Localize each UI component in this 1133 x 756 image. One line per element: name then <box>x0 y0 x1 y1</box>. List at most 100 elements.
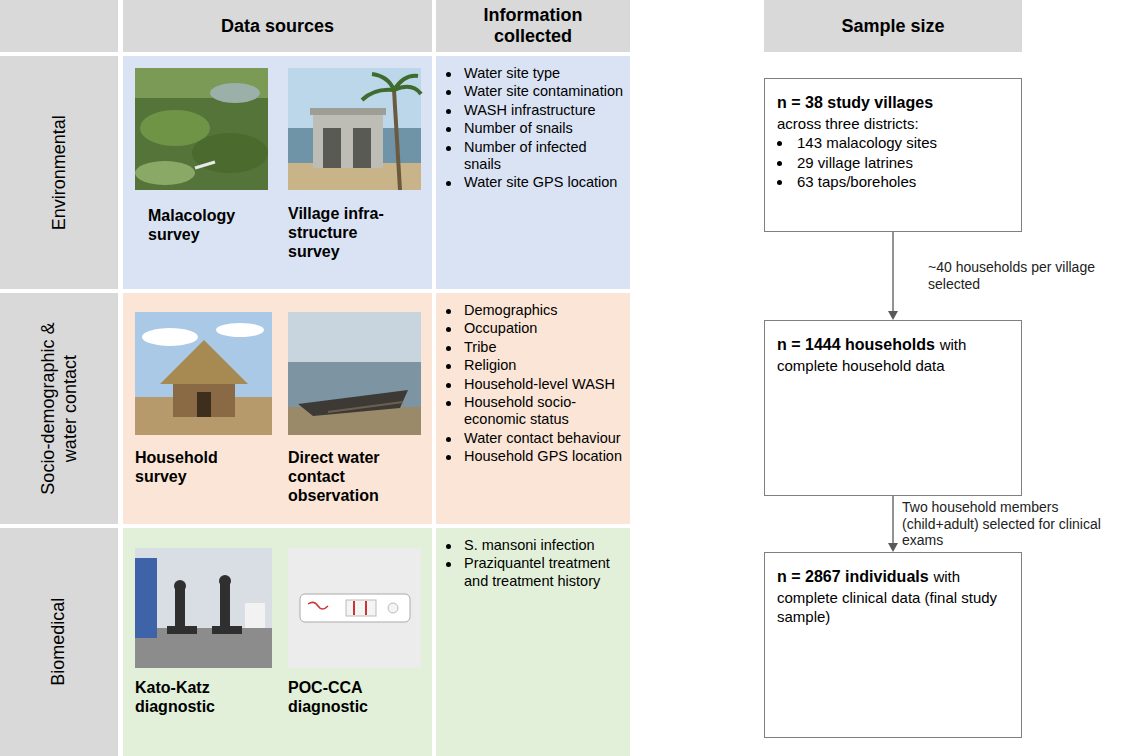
list-item: Water site GPS location <box>446 174 626 191</box>
edge-label: Two household members (child+adult) sele… <box>902 499 1124 549</box>
photo-caption: POC-CCA diagnostic <box>288 678 408 716</box>
bullet-dot <box>446 562 451 567</box>
list-item: 29 village latrines <box>777 153 1009 173</box>
list-item: Number of infected snails <box>446 139 626 174</box>
info-text: Tribe <box>464 339 626 356</box>
sample-box: n = 1444 householdswith complete househo… <box>764 320 1022 496</box>
info-text: Praziquantel treatment and treatment his… <box>464 555 626 590</box>
header-text: Sample size <box>841 16 944 37</box>
caption-holder: Malacology survey <box>148 206 278 244</box>
sample-box: n = 38 study villagesacross three distri… <box>764 78 1022 232</box>
header-cell: Data sources <box>123 0 432 52</box>
flow-arrow <box>888 496 898 552</box>
count-number: n = 38 study villages <box>777 93 1009 114</box>
bullet-dot <box>446 309 451 314</box>
bullet-dot <box>446 346 451 351</box>
list-item: Household socio-economic status <box>446 394 626 429</box>
list-item: Demographics <box>446 302 626 319</box>
info-text: Demographics <box>464 302 626 319</box>
count-paragraph: n = 2867 individualswith complete clinic… <box>777 567 1009 627</box>
edge-label-holder: Two household members (child+adult) sele… <box>902 499 1124 549</box>
list-item: 63 taps/boreholes <box>777 172 1009 192</box>
info-text: Household-level WASH <box>464 376 626 393</box>
caption-holder: Household survey <box>135 448 265 486</box>
header-cell: Information collected <box>436 0 630 52</box>
lake-boat-photo <box>288 312 421 435</box>
list-item: Household-level WASH <box>446 376 626 393</box>
info-cell: DemographicsOccupationTribeReligionHouse… <box>436 293 630 524</box>
bullet-dot <box>446 544 451 549</box>
malacology-photo <box>135 68 268 190</box>
list-item: Tribe <box>446 339 626 356</box>
photo-caption: Village infra-structure survey <box>288 204 408 262</box>
list-item: Household GPS location <box>446 448 626 465</box>
bullet-dot <box>777 161 782 166</box>
header-cell: Sample size <box>764 0 1022 52</box>
bullet-dot <box>446 72 451 77</box>
edge-label: ~40 households per village selected <box>928 259 1113 293</box>
sample-box: n = 2867 individualswith complete clinic… <box>764 552 1022 738</box>
flow-arrow <box>888 232 898 320</box>
count-bullet-text: 29 village latrines <box>797 153 1009 173</box>
count-paragraph: n = 1444 householdswith complete househo… <box>777 335 1009 375</box>
count-text: across three districts: <box>777 114 1009 134</box>
bullet-dot <box>446 437 451 442</box>
bullet-dot <box>446 181 451 186</box>
bullet-dot <box>446 455 451 460</box>
info-text: S. mansoni infection <box>464 537 626 554</box>
info-text: Water site contamination <box>464 83 626 100</box>
hut-photo <box>135 312 272 435</box>
info-text: Household GPS location <box>464 448 626 465</box>
row-label-cell: Environmental <box>0 56 118 289</box>
count-bullet-text: 63 taps/boreholes <box>797 172 1009 192</box>
info-text: Household socio-economic status <box>464 394 626 429</box>
row-label-cell: Socio-demographic & water contact <box>0 293 118 524</box>
bullet-dot <box>446 364 451 369</box>
count-number: n = 1444 households <box>777 336 935 353</box>
info-cell: Water site typeWater site contaminationW… <box>436 56 630 289</box>
info-text: Water site GPS location <box>464 174 626 191</box>
list-item: S. mansoni infection <box>446 537 626 554</box>
info-text: Number of snails <box>464 120 626 137</box>
count-bullet-text: 143 malacology sites <box>797 133 1009 153</box>
rotated-label: Environmental <box>48 66 70 279</box>
list-item: Water site contamination <box>446 83 626 100</box>
photo-caption: Household survey <box>135 448 265 486</box>
bullet-dot <box>446 383 451 388</box>
caption-holder: POC-CCA diagnostic <box>288 678 408 716</box>
list-item: Occupation <box>446 320 626 337</box>
info-text: Religion <box>464 357 626 374</box>
corner-cell <box>0 0 118 52</box>
bullet-dot <box>446 146 451 151</box>
bullet-dot <box>777 180 782 185</box>
test-strip-photo <box>288 548 421 668</box>
row-label-text: Biomedical <box>48 538 70 746</box>
bullet-dot <box>446 127 451 132</box>
count-number: n = 2867 individuals <box>777 568 929 585</box>
row-label-cell: Biomedical <box>0 528 118 756</box>
edge-label-holder: ~40 households per village selected <box>928 259 1113 293</box>
bullet-dot <box>446 327 451 332</box>
microscope-photo <box>135 548 272 668</box>
latrine-photo <box>288 68 421 190</box>
info-text: Water site type <box>464 65 626 82</box>
header-text: Data sources <box>221 16 334 37</box>
bullet-dot <box>446 401 451 406</box>
info-text: Occupation <box>464 320 626 337</box>
info-text: Water contact behaviour <box>464 430 626 447</box>
caption-holder: Direct water contact observation <box>288 448 408 506</box>
photo-caption: Direct water contact observation <box>288 448 408 506</box>
photo-caption: Kato-Katz diagnostic <box>135 678 265 716</box>
header-text: Information collected <box>442 5 624 47</box>
rotated-label: Socio-demographic & water contact <box>37 303 80 514</box>
caption-holder: Kato-Katz diagnostic <box>135 678 265 716</box>
caption-holder: Village infra-structure survey <box>288 204 408 262</box>
list-item: Praziquantel treatment and treatment his… <box>446 555 626 590</box>
list-item: 143 malacology sites <box>777 133 1009 153</box>
photo-caption: Malacology survey <box>148 206 278 244</box>
bullet-dot <box>446 109 451 114</box>
info-cell: S. mansoni infectionPraziquantel treatme… <box>436 528 630 756</box>
rotated-label: Biomedical <box>48 538 70 746</box>
list-item: WASH infrastructure <box>446 102 626 119</box>
row-label-text: Environmental <box>48 66 70 279</box>
